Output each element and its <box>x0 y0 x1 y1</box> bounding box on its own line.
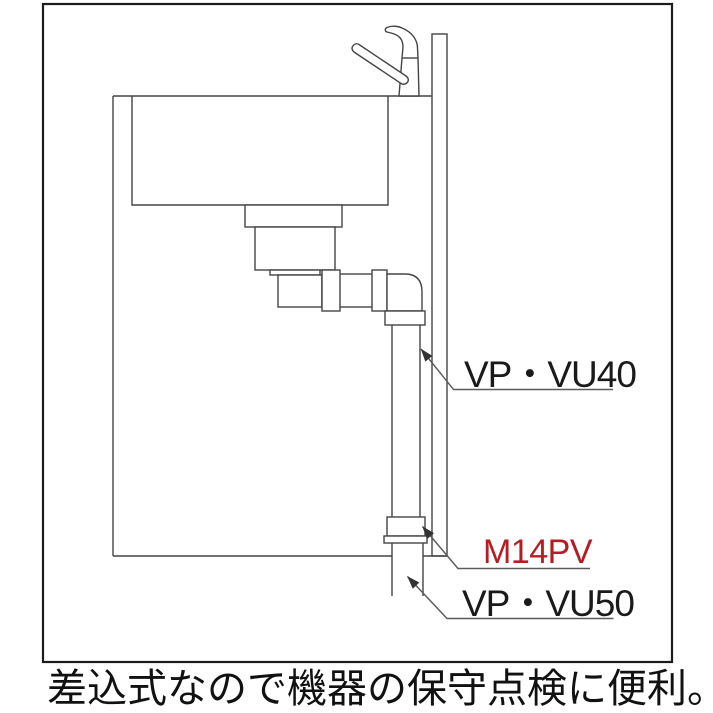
drain-body <box>254 226 336 271</box>
leader-arrow-m14pv <box>421 526 590 570</box>
upper-pipe-label: VP・VU40 <box>464 354 637 395</box>
diagram-frame <box>41 2 674 664</box>
drain-ledge <box>269 269 321 276</box>
leader-arrow-vu40 <box>420 348 613 391</box>
drain-tailpiece <box>277 274 323 308</box>
pipe-coupling-left <box>321 269 341 312</box>
lower-pipe-label: VP・VU50 <box>462 583 635 624</box>
diagram-caption: 差込式なので機器の保守点検に便利。 <box>47 667 713 711</box>
elbow-fitting <box>386 273 423 312</box>
faucet-body-spout <box>384 25 420 97</box>
pipe-coupling-right <box>371 269 388 312</box>
cabinet-outline <box>112 95 447 557</box>
faucet-lever-handle <box>351 43 409 85</box>
socket-fitting-flange <box>383 535 428 544</box>
lower-drain-pipe <box>391 543 424 596</box>
fitting-label: M14PV <box>483 533 593 571</box>
wall-panel <box>431 33 448 557</box>
socket-fitting-body <box>386 516 426 537</box>
leader-arrow-vu50 <box>406 576 614 620</box>
elbow-collar <box>384 310 426 326</box>
drain-flange <box>244 204 343 228</box>
vertical-drain-pipe <box>391 325 421 517</box>
